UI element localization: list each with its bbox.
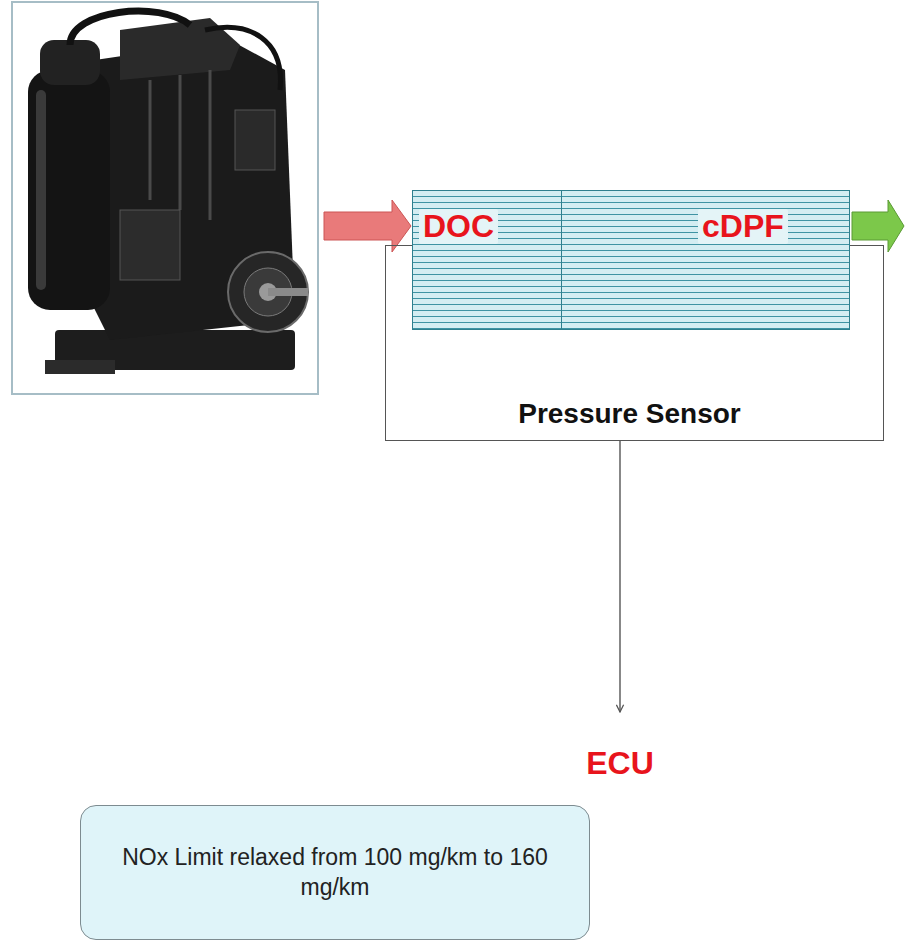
node-label: DOC: [419, 209, 498, 244]
connector-arrow: [619, 441, 620, 712]
doc-stage: DOC: [412, 190, 562, 330]
engine-picture: [12, 2, 318, 394]
node-label: Pressure Sensor: [518, 398, 741, 430]
note-box: NOx Limit relaxed from 100 mg/km to 160 …: [80, 805, 590, 940]
node-label: cDPF: [698, 209, 788, 244]
cdpf-stage: cDPF: [561, 190, 850, 330]
node-label: NOx Limit relaxed from 100 mg/km to 160 …: [121, 843, 549, 903]
node-label: ECU: [586, 746, 654, 781]
ecu-node: ECU: [560, 738, 680, 790]
